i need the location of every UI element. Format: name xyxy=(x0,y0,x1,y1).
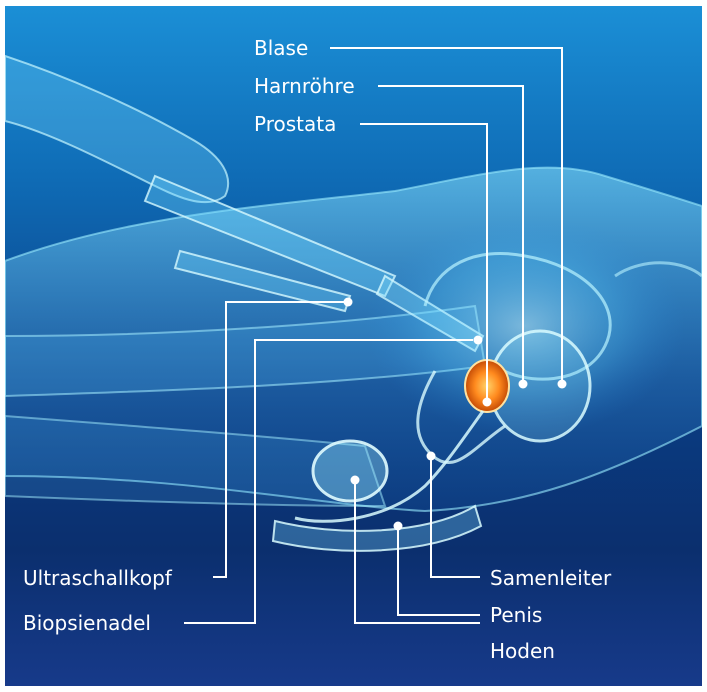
label-penis: Penis xyxy=(490,604,542,626)
diagram-frame: Blase Harnröhre Prostata Ultraschallkopf… xyxy=(5,6,702,686)
label-samenleiter: Samenleiter xyxy=(490,567,611,589)
label-biopsienadel: Biopsienadel xyxy=(23,612,151,634)
testicle-shape xyxy=(313,441,387,501)
label-blase: Blase xyxy=(254,37,308,59)
label-prostata: Prostata xyxy=(254,113,336,135)
label-hoden: Hoden xyxy=(490,640,555,662)
label-harnroehre: Harnröhre xyxy=(254,75,355,97)
arm xyxy=(5,56,228,202)
label-ultraschallkopf: Ultraschallkopf xyxy=(23,567,172,589)
